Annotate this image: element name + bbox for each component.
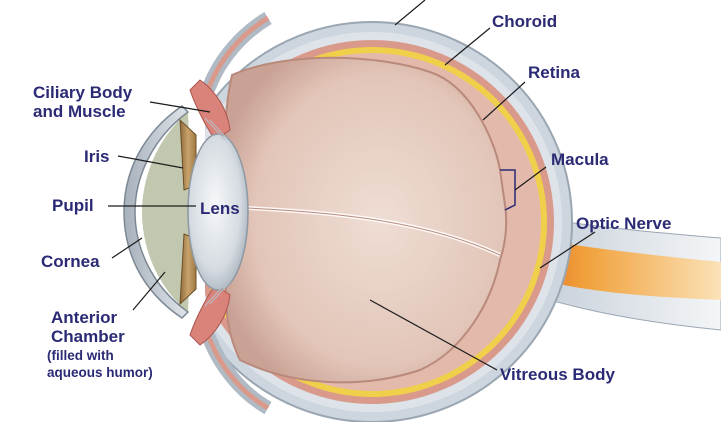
label-vitreous-body: Vitreous Body (500, 365, 615, 384)
label-retina: Retina (528, 63, 580, 82)
label-macula: Macula (551, 150, 609, 169)
label-choroid: Choroid (492, 12, 558, 31)
label-cornea: Cornea (41, 252, 100, 271)
label-anterior-chamber-line1: Anterior (51, 308, 118, 327)
label-lens: Lens (200, 199, 240, 218)
macula (500, 169, 516, 211)
label-pupil: Pupil (52, 196, 94, 215)
label-optic-nerve: Optic Nerve (576, 214, 672, 233)
label-anterior-chamber-line2: Chamber (51, 327, 125, 346)
label-anterior-chamber-line4: aqueous humor) (47, 365, 153, 380)
label-ciliary-body-line1: Ciliary Body (33, 83, 133, 102)
lens (187, 133, 249, 291)
label-ciliary-body-line2: and Muscle (33, 102, 126, 121)
anterior-chamber (142, 112, 190, 312)
label-anterior-chamber-line3: (filled with (47, 348, 114, 363)
cornea (123, 105, 190, 319)
label-iris: Iris (84, 147, 110, 166)
